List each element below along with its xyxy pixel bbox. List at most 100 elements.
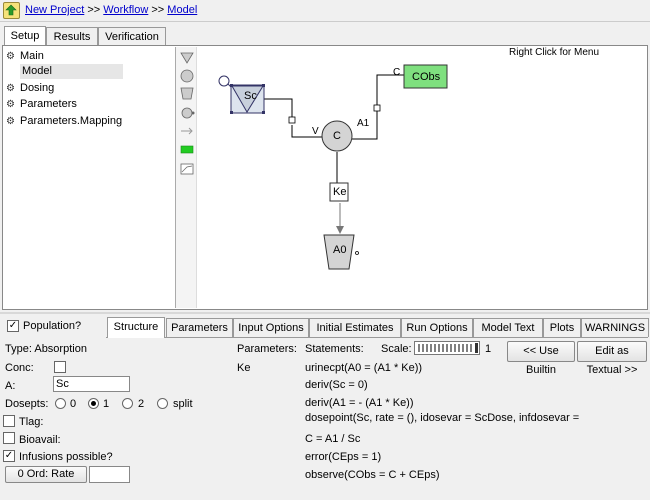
dosepts-label: Dosepts:	[5, 398, 49, 410]
back-icon[interactable]	[3, 2, 20, 19]
gear-icon: ⚙	[6, 99, 15, 110]
tree-item-dosing[interactable]: ⚙ Dosing	[6, 82, 54, 96]
type-label: Type: Absorption	[5, 343, 87, 355]
triangle-tool-icon[interactable]	[180, 52, 194, 64]
breadcrumb-separator: >>	[151, 4, 165, 16]
rate-button[interactable]: 0 Ord: Rate	[5, 466, 87, 483]
model-canvas[interactable]	[197, 47, 647, 308]
central-compartment-node[interactable]	[321, 120, 353, 152]
statement[interactable]: error(CEps = 1)	[305, 451, 382, 463]
breadcrumb-workflow[interactable]: Workflow	[103, 4, 149, 16]
arrow-tool-icon[interactable]	[181, 127, 193, 135]
population-checkbox[interactable]: ✓	[7, 320, 19, 332]
ke-node-label: Ke	[333, 186, 347, 198]
tree-item-label: Parameters.Mapping	[20, 115, 123, 127]
a0-node-label: A0	[333, 244, 347, 256]
tree-item-model[interactable]: Model	[20, 64, 123, 79]
infusions-checkbox[interactable]: ✓	[3, 450, 15, 462]
bottom-tab-strip	[106, 337, 648, 338]
ke-node[interactable]	[329, 182, 349, 202]
tab-warnings[interactable]: WARNINGS	[581, 318, 649, 337]
scale-value: 1	[485, 343, 492, 355]
gear-icon: ⚙	[6, 51, 15, 62]
infusions-label: Infusions possible?	[19, 451, 113, 463]
statement[interactable]: C = A1 / Sc	[305, 433, 361, 445]
parameters-header: Parameters:	[237, 343, 297, 355]
gear-icon: ⚙	[6, 83, 15, 94]
model-diagram	[218, 64, 448, 270]
statement[interactable]: dosepoint(Sc, rate = (), idosevar = ScDo…	[305, 412, 580, 424]
breadcrumb-model[interactable]: Model	[167, 4, 198, 16]
bioavail-label: Bioavail:	[19, 434, 61, 446]
tab-results[interactable]: Results	[46, 27, 98, 46]
sc-dose-node[interactable]	[218, 75, 265, 114]
cup-tool-icon[interactable]	[180, 87, 194, 100]
bioavail-checkbox[interactable]	[3, 432, 15, 444]
tab-plots[interactable]: Plots	[543, 318, 581, 337]
gear-icon: ⚙	[6, 116, 15, 127]
tab-parameters[interactable]: Parameters	[166, 318, 233, 337]
cobs-node-label: CObs	[412, 71, 441, 83]
dosepts-radio-0[interactable]	[55, 398, 66, 409]
circle-tool-icon[interactable]	[180, 69, 194, 83]
statement[interactable]: observe(CObs = C + CEps)	[305, 469, 440, 481]
tree-item-label: Parameters	[20, 98, 77, 110]
tab-run-options[interactable]: Run Options	[401, 318, 473, 337]
tlag-label: Tlag:	[19, 416, 44, 428]
cobs-node[interactable]	[403, 64, 448, 89]
canvas-hint: Right Click for Menu	[509, 47, 600, 58]
conc-label: Conc:	[5, 362, 34, 374]
tab-structure[interactable]: Structure	[107, 317, 165, 338]
tree-item-label: Main	[20, 50, 44, 62]
breadcrumb-separator: >>	[87, 4, 101, 16]
tree-item-label: Dosing	[20, 82, 55, 94]
tree-item-parameters[interactable]: ⚙ Parameters	[6, 98, 77, 112]
statement[interactable]: deriv(Sc = 0)	[305, 379, 368, 391]
conc-checkbox[interactable]	[54, 361, 66, 373]
tab-input-options[interactable]: Input Options	[233, 318, 309, 337]
sc-node-label: Sc	[244, 90, 257, 102]
c-node-label: C	[333, 130, 341, 142]
tree-item-label: Model	[22, 65, 52, 77]
statements-header: Statements:	[305, 343, 364, 355]
tree-item-main[interactable]: ⚙ Main	[6, 50, 44, 64]
tlag-checkbox[interactable]	[3, 415, 15, 427]
dosepts-option-split: split	[173, 398, 193, 410]
bottom-divider	[0, 312, 650, 314]
rate-input[interactable]	[89, 466, 130, 483]
population-label: Population?	[23, 320, 82, 332]
node-tool-icon[interactable]	[181, 107, 195, 119]
dosepts-radio-2[interactable]	[122, 398, 133, 409]
v-port-label: V	[312, 126, 319, 137]
use-builtin-button[interactable]: << Use Builtin	[507, 341, 575, 376]
plot-tool-icon[interactable]	[180, 163, 194, 175]
breadcrumb-bar: New Project >> Workflow >> Model	[0, 0, 650, 22]
dosepts-radio-1[interactable]	[88, 398, 99, 409]
tree-item-parameters-mapping[interactable]: ⚙ Parameters.Mapping	[6, 115, 122, 129]
scale-slider[interactable]	[414, 341, 480, 355]
dosepts-option-1: 1	[103, 398, 110, 410]
edit-as-textual-button[interactable]: Edit as Textual >>	[577, 341, 647, 376]
slider-ticks	[418, 343, 478, 353]
statement[interactable]: deriv(A1 = - (A1 * Ke))	[305, 397, 414, 409]
radio-dot	[91, 401, 96, 406]
breadcrumb-new-project[interactable]: New Project	[25, 4, 85, 16]
a-label: A:	[5, 380, 16, 392]
parameter-ke[interactable]: Ke	[237, 362, 251, 374]
dosepts-option-0: 0	[70, 398, 77, 410]
tab-initial-estimates[interactable]: Initial Estimates	[309, 318, 401, 337]
tab-model-text[interactable]: Model Text	[473, 318, 543, 337]
dosepts-option-2: 2	[138, 398, 145, 410]
scale-label: Scale:	[381, 343, 412, 355]
model-tree[interactable]: ⚙ Main Model ⚙ Dosing ⚙ Parameters ⚙ Paramet…	[4, 47, 176, 308]
palette-icons	[180, 52, 195, 175]
statement[interactable]: urinecpt(A0 = (A1 * Ke))	[305, 362, 423, 374]
tab-setup[interactable]: Setup	[4, 26, 46, 46]
green-block-tool-icon[interactable]	[180, 145, 194, 154]
dosepts-radio-split[interactable]	[157, 398, 168, 409]
a0-node[interactable]	[323, 234, 355, 270]
a-input[interactable]: Sc	[53, 376, 130, 392]
tab-verification[interactable]: Verification	[98, 27, 166, 46]
c-port-label: C	[393, 67, 401, 78]
breadcrumb: New Project >> Workflow >> Model	[25, 4, 197, 18]
